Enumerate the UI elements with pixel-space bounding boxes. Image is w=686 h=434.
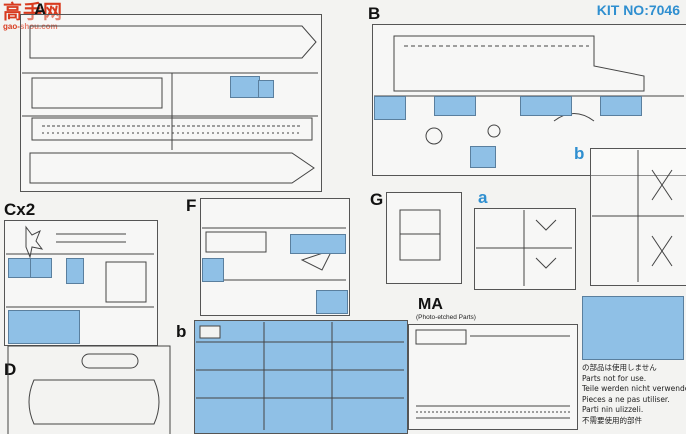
sprue-f-label: F [186,196,197,215]
sprue-ma-subtitle: (Photo-etched Parts) [416,314,476,321]
part-highlight [258,80,274,98]
legend-text: の部品は使用しません Parts not for use. Teile werd… [582,363,686,426]
kit-number: KIT NO:7046 [596,2,680,18]
legend-swatch [582,296,684,360]
sprue-g-frame [386,192,462,284]
part-highlight [8,310,80,344]
sprue-a-lower-frame [474,208,576,290]
part-highlight [434,96,476,116]
sprue-f-parts [202,227,346,281]
sprue-b-right-label: b [574,144,585,163]
part-highlight [374,96,406,120]
part-highlight [520,96,572,116]
part-highlight [600,96,642,116]
sprue-a-lower-parts [476,210,572,286]
sprue-g-label: G [370,190,384,209]
part-highlight [30,258,52,278]
sprue-b-right-parts [592,150,684,282]
part-highlight [230,76,260,98]
legend-line-fr: Pieces a ne pas utiliser. [582,394,670,404]
sprue-b-label: B [368,4,381,23]
sprue-a-frame [20,14,322,192]
sprue-b-lower-frame [194,320,408,434]
part-highlight [66,258,84,284]
sprue-ma-label: MA [418,296,443,313]
part-highlight [470,146,496,168]
legend-line-zh: 不需要使用的部件 [582,415,642,425]
sprue-b-lower-parts [196,322,404,430]
sprue-a-lower-label: a [478,188,488,207]
sprue-c-parts [6,225,154,308]
part-highlight [316,290,348,314]
part-highlight [290,234,346,254]
sprue-g-parts [399,209,441,261]
legend-line-it: Parti nin ulizzeli. [582,405,644,414]
sprue-ma-parts [415,329,570,419]
sprue-c-label: Cx2 [4,200,36,219]
logo-text: 高手网 [3,1,64,23]
sprue-d-label: D [4,360,17,379]
sprue-d-parts [7,345,171,434]
sprue-a-parts [22,25,318,184]
part-highlight [8,258,32,278]
part-highlight [202,258,224,282]
sprue-b-lower-label: b [176,322,187,341]
legend-line-ja: の部品は使用しません [582,363,657,372]
legend-line-en: Parts not for use. [582,373,647,383]
legend-line-de: Teile werden nicht verwendet. [582,384,686,393]
